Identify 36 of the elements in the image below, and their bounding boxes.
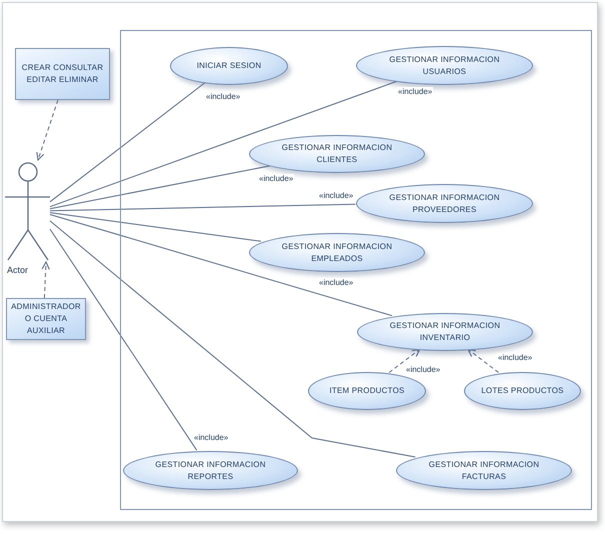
association-line xyxy=(50,228,198,451)
use-case-label: INICIAR SESION xyxy=(196,60,262,72)
actor-figure xyxy=(5,160,50,262)
edge-label: «include» xyxy=(397,87,434,97)
edge-label: «include» xyxy=(405,365,442,375)
association-line xyxy=(50,82,206,202)
system-boundary xyxy=(120,30,592,510)
dependency-arrow xyxy=(467,348,499,373)
dependency-arrow xyxy=(42,261,50,298)
association-line xyxy=(50,165,272,210)
edge-label: «include» xyxy=(193,433,230,443)
use-case-label: GESTIONAR INFORMACION USUARIOS xyxy=(388,54,501,78)
edge-label: «include» xyxy=(318,191,354,201)
edge-label: «include» xyxy=(497,353,534,363)
edge-label: «include» xyxy=(258,174,294,184)
actor-name: Actor xyxy=(7,264,28,277)
use-case-label: GESTIONAR INFORMACION REPORTES xyxy=(154,458,267,482)
use-case-label: ITEM PRODUCTOS xyxy=(329,385,405,397)
dependency-arrow xyxy=(36,100,58,161)
association-line xyxy=(50,204,356,212)
use-case-label: GESTIONAR INFORMACION EMPLEADOS xyxy=(280,240,394,264)
association-line xyxy=(50,80,398,208)
association-line xyxy=(50,220,416,458)
dependency-arrow xyxy=(388,348,420,373)
use-case-label: LOTES PRODUCTOS xyxy=(481,385,564,397)
association-line xyxy=(50,214,393,316)
note-text: ADMINISTRADOR O CUENTA AUXILIAR xyxy=(10,301,82,337)
use-case-label: GESTIONAR INFORMACION FACTURAS xyxy=(428,458,540,482)
note-box xyxy=(15,48,110,100)
note-text: CREAR CONSULTAR EDITAR ELIMINAR xyxy=(20,62,104,86)
edge-label: «include» xyxy=(318,278,354,288)
edge-label: «include» xyxy=(205,92,242,102)
association-line xyxy=(50,212,262,242)
use-case-label: GESTIONAR INFORMACION INVENTARIO xyxy=(388,320,502,344)
use-case-label: GESTIONAR INFORMACION CLIENTES xyxy=(280,142,394,166)
use-case-label: GESTIONAR INFORMACION PROVEEDORES xyxy=(388,192,501,216)
